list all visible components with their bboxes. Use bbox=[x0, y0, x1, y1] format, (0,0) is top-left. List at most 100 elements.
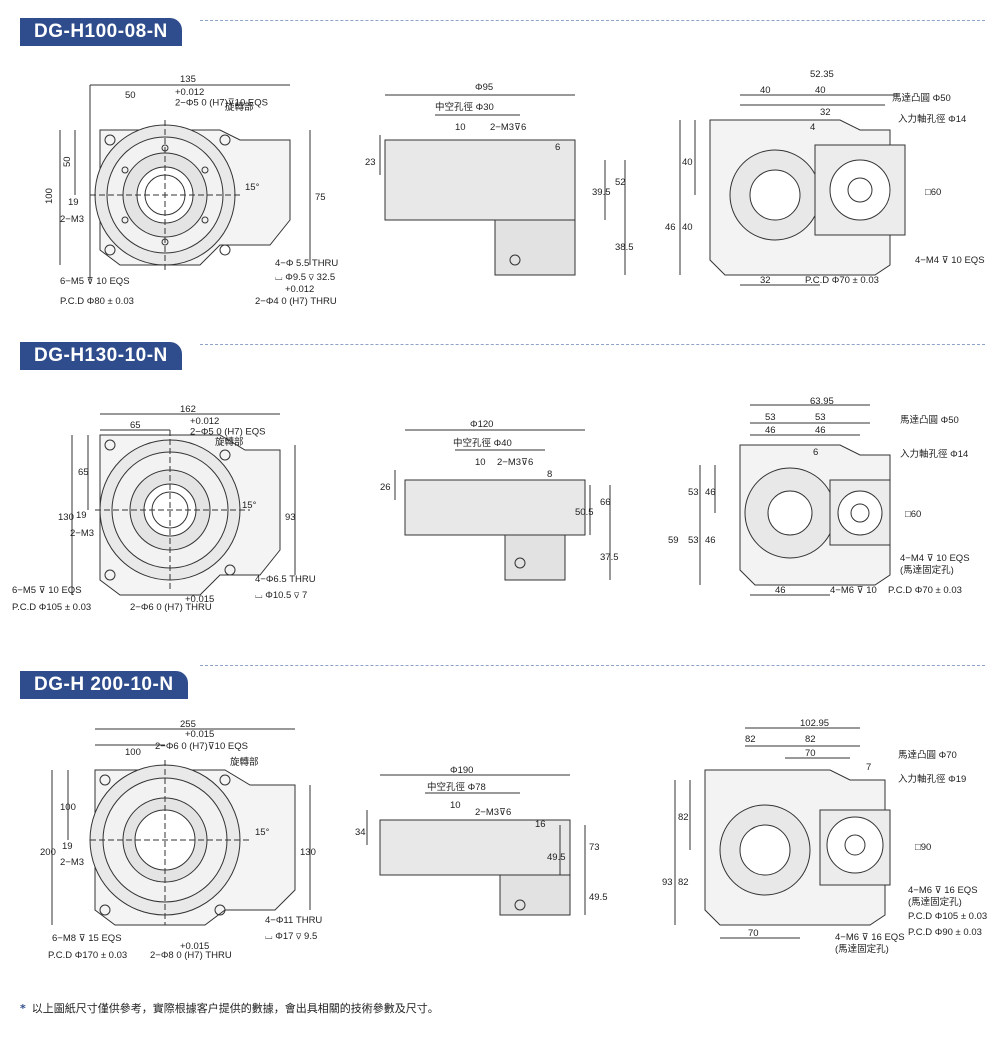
dim-offset: 19 bbox=[76, 510, 87, 521]
dim-h1: 26 bbox=[380, 482, 391, 493]
dim-h4: 73 bbox=[589, 842, 600, 853]
dim-v3: 59 bbox=[668, 535, 679, 546]
dim-upper-half: 50 bbox=[62, 156, 73, 167]
m3-label: 2−M3 bbox=[60, 214, 84, 225]
m6b-label: 4−M6 ⊽ 16 EQS bbox=[835, 932, 905, 943]
m4-label: 4−M4 ⊽ 10 EQS bbox=[900, 553, 970, 564]
dim-d: 4 bbox=[810, 122, 815, 133]
motor-boss-label: 馬達凸圓 Φ70 bbox=[898, 749, 957, 761]
dim-upper-half: 100 bbox=[60, 802, 76, 813]
dim-v1: 82 bbox=[678, 812, 689, 823]
pin-tol: +0.015 bbox=[185, 594, 214, 605]
dim-b: 40 bbox=[815, 85, 826, 96]
dim-ten: 10 bbox=[450, 800, 461, 811]
dim-v2: 82 bbox=[678, 877, 689, 888]
m6-label: 4−M6 ⊽ 10 bbox=[830, 585, 877, 596]
m8-label: 6−M8 ⊽ 15 EQS bbox=[52, 933, 122, 944]
side-view-drawing: Φ120 中空孔徑 Φ40 10 2−M3⊽6 26 8 50.5 66 37.… bbox=[380, 419, 619, 581]
m4-note: (馬達固定孔) bbox=[900, 564, 954, 576]
dim-diameter: Φ95 bbox=[475, 82, 493, 93]
square-label: □60 bbox=[905, 509, 921, 520]
m3-label: 2−M3 bbox=[60, 857, 84, 868]
m6a-note: (馬達固定孔) bbox=[908, 896, 962, 908]
input-bore-label: 入力軸孔徑 Φ19 bbox=[898, 773, 966, 785]
dim-e: 6 bbox=[813, 447, 818, 458]
cbore-label: ⌴ Φ17 ⊽ 9.5 bbox=[265, 931, 317, 942]
dim-c: 32 bbox=[820, 107, 831, 118]
motor-boss-label: 馬達凸圓 Φ50 bbox=[892, 92, 951, 104]
cbore-label: ⌴ Φ9.5 ⊽ 32.5 bbox=[275, 272, 335, 283]
pcd-label: P.C.D Φ80 ± 0.03 bbox=[60, 296, 134, 307]
thru-label: 4−Φ 5.5 THRU bbox=[275, 258, 338, 269]
dim-h3: 50.5 bbox=[575, 507, 594, 518]
dim-v2: 46 bbox=[705, 487, 716, 498]
dim-h2: 16 bbox=[535, 819, 546, 830]
dim-h2: 8 bbox=[547, 469, 552, 480]
dim-bottom: 46 bbox=[775, 585, 786, 596]
pcd-label: P.C.D Φ70 ± 0.03 bbox=[888, 585, 962, 596]
front-view-drawing: 255 100 +0.015 2−Φ6 0 (H7)⊽10 EQS 旋轉部 20… bbox=[40, 719, 322, 961]
back-view-drawing: 63.95 53 53 46 46 6 馬達凸圓 Φ50 入力軸孔徑 Φ14 5… bbox=[668, 396, 970, 596]
angle-label: 15° bbox=[245, 182, 260, 193]
dim-h2: 6 bbox=[555, 142, 560, 153]
m4-label: 4−M4 ⊽ 10 EQS bbox=[915, 255, 985, 266]
dim-d: 7 bbox=[866, 762, 871, 773]
dim-v3: 46 bbox=[665, 222, 676, 233]
bore-label: 中空孔徑 Φ40 bbox=[453, 437, 512, 449]
footnote-text: 以上圖紙尺寸僅供參考，實際根據客户提供的數據，會出具相關的技術參數及尺寸。 bbox=[31, 1002, 439, 1015]
dim-diameter: Φ190 bbox=[450, 765, 473, 776]
dim-c: 46 bbox=[765, 425, 776, 436]
angle-label: 15° bbox=[242, 500, 257, 511]
dim-half-width: 50 bbox=[125, 90, 136, 101]
side-view-drawing: Φ95 中空孔徑 Φ30 10 2−M3⊽6 23 6 39.5 52 38.5 bbox=[365, 82, 634, 276]
dim-offset: 19 bbox=[68, 197, 79, 208]
rotor-label: 旋轉部 bbox=[230, 756, 259, 768]
dim-height: 100 bbox=[44, 188, 55, 204]
dim-overall-width: 255 bbox=[180, 719, 196, 730]
dim-h1: 23 bbox=[365, 157, 376, 168]
dim-h5: 49.5 bbox=[589, 892, 608, 903]
rotor-label: 旋轉部 bbox=[215, 436, 244, 448]
dim-h5: 37.5 bbox=[600, 552, 619, 563]
dim-h3: 49.5 bbox=[547, 852, 566, 863]
dim-h3: 39.5 bbox=[592, 187, 611, 198]
dim-total: 102.95 bbox=[800, 718, 829, 729]
pin-tol: +0.015 bbox=[180, 941, 209, 952]
dim-half-width: 65 bbox=[130, 420, 141, 431]
thru-label: 4−Φ6.5 THRU bbox=[255, 574, 316, 585]
m3-label: 2−M3⊽6 bbox=[490, 122, 526, 133]
bore-label: 中空孔徑 Φ78 bbox=[427, 781, 486, 793]
section-divider bbox=[200, 20, 985, 21]
dim-side-height: 75 bbox=[315, 192, 326, 203]
dim-ten: 10 bbox=[455, 122, 466, 133]
dim-overall-width: 135 bbox=[180, 74, 196, 85]
dim-b: 53 bbox=[815, 412, 826, 423]
dim-total: 63.95 bbox=[810, 396, 834, 407]
dim-ten: 10 bbox=[475, 457, 486, 468]
m6b-note: (馬達固定孔) bbox=[835, 943, 889, 955]
dim-v1: 40 bbox=[682, 157, 693, 168]
bore-label: 中空孔徑 Φ30 bbox=[435, 101, 494, 113]
dim-diameter: Φ120 bbox=[470, 419, 493, 430]
hole-tol: +0.015 bbox=[185, 729, 214, 740]
model-title: DG-H130-10-N bbox=[20, 342, 182, 370]
dim-bottom: 70 bbox=[748, 928, 759, 939]
hole-spec: 2−Φ6 0 (H7)⊽10 EQS bbox=[155, 741, 248, 752]
section-header-3: DG-H 200-10-N bbox=[20, 671, 188, 699]
section-divider bbox=[200, 665, 985, 666]
m6a-label: 4−M6 ⊽ 16 EQS bbox=[908, 885, 978, 896]
pcd-label: P.C.D Φ105 ± 0.03 bbox=[12, 602, 91, 613]
dim-offset: 19 bbox=[62, 841, 73, 852]
rotor-label: 旋轉部 bbox=[225, 101, 254, 113]
dim-overall-width: 162 bbox=[180, 404, 196, 415]
dim-d: 46 bbox=[815, 425, 826, 436]
dim-upper-half: 65 bbox=[78, 467, 89, 478]
pcd-label: P.C.D Φ170 ± 0.03 bbox=[48, 950, 127, 961]
thru-label: 4−Φ11 THRU bbox=[265, 915, 322, 926]
dim-h4: 52 bbox=[615, 177, 626, 188]
dim-height: 130 bbox=[58, 512, 74, 523]
